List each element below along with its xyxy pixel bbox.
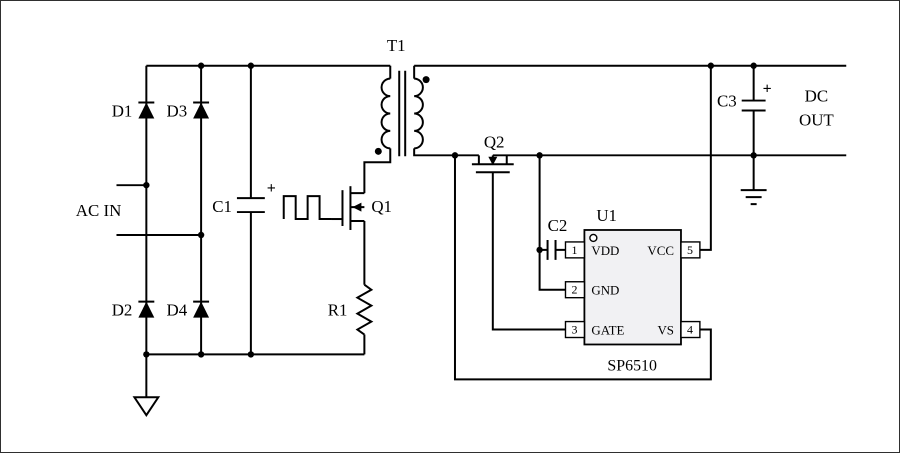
pin-number-5: 5	[687, 243, 693, 257]
c3-polarity-mark: +	[763, 81, 772, 98]
ground-symbol-right	[740, 189, 767, 206]
resistor-r1-label: R1	[328, 301, 348, 320]
capacitor-c3: C3 +	[717, 81, 772, 112]
diode-d1: D1	[112, 101, 155, 120]
pin-number-1: 1	[571, 243, 577, 257]
pwm-waveform-icon	[282, 195, 332, 221]
pin-name-vcc: VCC	[647, 243, 674, 258]
primary-phase-dot	[374, 147, 382, 155]
wire-segment	[413, 148, 479, 157]
ic-body	[583, 229, 682, 346]
secondary-phase-dot	[422, 76, 430, 84]
wire-segment	[363, 148, 392, 194]
diode-d3: D3	[166, 101, 210, 120]
diode-d3-label: D3	[166, 101, 187, 120]
wire-network	[116, 64, 847, 398]
capacitor-c2: C2	[546, 216, 568, 260]
pin-number-4: 4	[687, 323, 693, 337]
transformer-t1: T1	[374, 36, 430, 157]
diode-d4-label: D4	[166, 301, 187, 320]
pin-box-4	[680, 320, 701, 339]
diode-d2: D2	[112, 301, 155, 320]
pin1-indicator-icon	[589, 233, 598, 243]
ic-part-number-label: SP6510	[607, 357, 657, 374]
pin-box-1	[564, 241, 586, 259]
dc-out-label-line2: OUT	[799, 110, 834, 129]
wire-segment	[491, 172, 566, 331]
pin-number-3: 3	[571, 323, 577, 337]
dc-out-label-line1: DC	[805, 87, 829, 106]
diode-d2-label: D2	[112, 301, 133, 320]
pin-box-5	[680, 241, 701, 259]
capacitor-c1-label: C1	[212, 197, 232, 216]
resistor-r1: R1	[328, 283, 374, 336]
junction-dots	[143, 62, 757, 358]
pin-name-vs: VS	[657, 323, 674, 338]
transformer-t1-label: T1	[387, 36, 406, 55]
c1-polarity-mark: +	[267, 180, 276, 197]
capacitor-c3-label: C3	[717, 92, 737, 111]
mosfet-q1-label: Q1	[371, 197, 392, 216]
ac-in-label: AC IN	[76, 201, 122, 220]
pin-box-2	[564, 281, 586, 299]
diode-d4: D4	[166, 301, 210, 320]
pin-name-vdd: VDD	[591, 243, 619, 258]
mosfet-q2-label: Q2	[484, 132, 505, 151]
diode-d1-label: D1	[112, 101, 133, 120]
ic-refdes-label: U1	[596, 206, 617, 225]
pin-name-gate: GATE	[591, 323, 624, 338]
mosfet-q1: Q1	[341, 186, 392, 230]
pin-number-2: 2	[571, 283, 577, 297]
pin-name-gnd: GND	[591, 283, 619, 298]
wire-segment	[699, 65, 712, 251]
ground-symbol-left	[132, 396, 161, 417]
capacitor-c2-label: C2	[548, 216, 568, 235]
wire-segment	[453, 155, 712, 381]
wire-segment	[538, 155, 566, 291]
pin-box-3	[564, 320, 586, 339]
capacitor-c1: C1 +	[212, 180, 276, 216]
ic-u1: 1 2 3 5 4 VDD GND GATE VCC VS U1 SP6510	[564, 206, 701, 374]
mosfet-q2: Q2	[471, 132, 514, 174]
